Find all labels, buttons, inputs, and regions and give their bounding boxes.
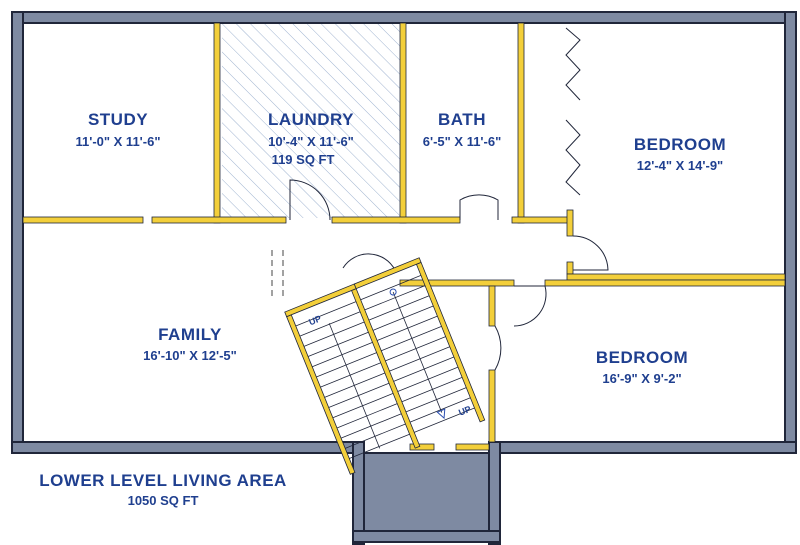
family-dims: 16'-10" X 12'-5" — [143, 348, 237, 363]
stair-tread — [364, 285, 426, 311]
stair-tread — [385, 336, 446, 362]
stair-tread — [376, 315, 438, 341]
family-name: FAMILY — [158, 325, 222, 344]
stair-tread — [312, 342, 373, 368]
stair-tread — [299, 311, 361, 337]
stair-tread — [414, 407, 475, 433]
summary-title: LOWER LEVEL LIVING AREA — [39, 471, 287, 490]
stair-tread — [307, 331, 369, 357]
stair-tread — [295, 301, 357, 327]
stair-tread — [328, 382, 390, 408]
bedroom1-dims: 12'-4" X 14'-9" — [637, 158, 723, 173]
laundry-name: LAUNDRY — [268, 110, 354, 129]
stair-tread — [389, 346, 450, 372]
laundry-area: 119 SQ FT — [272, 152, 335, 167]
stair-tread — [368, 295, 430, 321]
study-name: STUDY — [88, 110, 148, 129]
stair-tread — [332, 393, 394, 419]
stair-tread — [405, 387, 467, 413]
stair-tread — [349, 433, 410, 459]
bedroom2-name: BEDROOM — [596, 348, 688, 367]
stair-tread — [401, 377, 463, 403]
stair-tread — [393, 356, 455, 382]
bedroom2-dims: 16'-9" X 9'-2" — [602, 371, 681, 386]
staircase: UP UP — [284, 257, 486, 475]
bath-dims: 6'-5" X 11'-6" — [423, 134, 502, 149]
stair-tread — [381, 326, 442, 352]
summary-area: 1050 SQ FT — [128, 493, 199, 508]
stair-tread — [336, 403, 398, 429]
stair-tread — [324, 372, 386, 398]
stair-tread — [397, 366, 459, 392]
stair-up-label-2: UP — [457, 404, 472, 418]
study-dims: 11'-0" X 11'-6" — [75, 134, 160, 149]
stair-tread — [340, 413, 402, 439]
bedroom1-name: BEDROOM — [634, 135, 726, 154]
stair-tread — [316, 352, 377, 378]
stair-up-label-1: UP — [307, 313, 322, 327]
stair-tread — [372, 305, 434, 331]
stair-tread — [345, 423, 406, 449]
stair-tread — [360, 275, 422, 301]
stair-tread — [320, 362, 381, 388]
exterior-walls — [11, 11, 797, 545]
laundry-hatch — [222, 22, 402, 218]
stair-tread — [409, 397, 471, 423]
bath-name: BATH — [438, 110, 486, 129]
doors — [271, 27, 609, 371]
laundry-dims: 10'-4" X 11'-6" — [268, 134, 354, 149]
interior-walls — [22, 22, 786, 451]
stair-tread — [303, 321, 365, 347]
